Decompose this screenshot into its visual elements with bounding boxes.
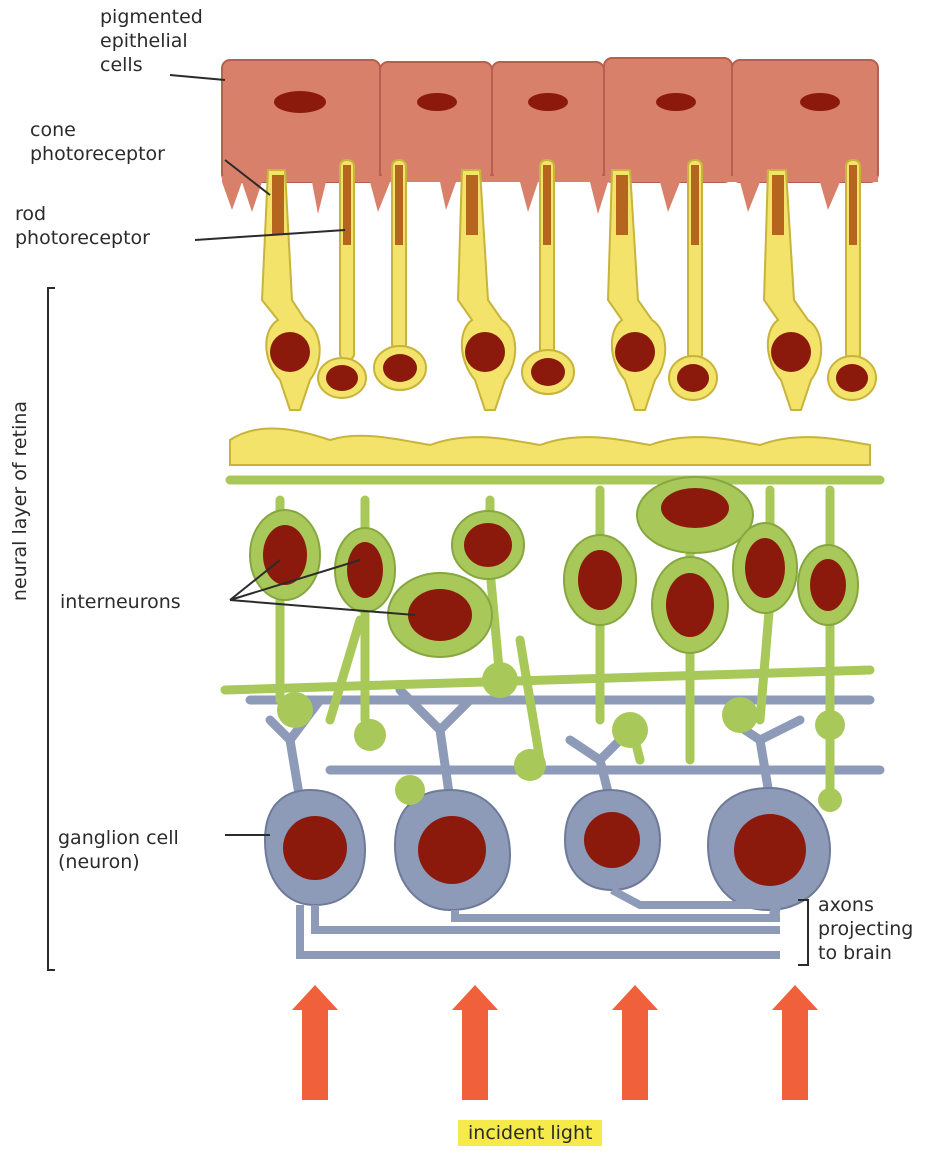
axon [770,910,780,912]
label-rod-photoreceptor: rod photoreceptor [15,202,150,250]
photoreceptor-layer [230,160,876,465]
ganglion-nucleus [734,814,806,886]
synapse-cluster [818,788,842,812]
interneuron-nucleus [661,488,729,528]
incident-light-arrows [292,985,818,1100]
rod-outer-segment [849,165,857,245]
light-arrow [452,985,498,1100]
interneuron-nucleus [347,542,383,598]
interneuron-nucleus [578,550,622,610]
cone-outer-segment [772,175,784,235]
ganglion-dendrites [250,690,880,800]
ganglion-nucleus [584,812,640,868]
synapse-cluster [612,712,648,748]
synapse-cluster [722,697,758,733]
cone-outer-segment [466,175,478,235]
synapse-cluster [482,662,518,698]
axon [455,910,780,918]
rod-outer-segment [691,165,699,245]
neural-layer-bracket [48,288,55,970]
interneuron-nucleus [408,589,472,641]
photoreceptor-nucleus [383,354,417,382]
photoreceptor-nucleus [836,364,868,392]
photoreceptor-nucleus [270,332,310,372]
epithelial-nucleus [417,93,457,111]
label-neural-layer: neural layer of retina [9,351,31,651]
photoreceptor-nucleus [677,364,709,392]
ganglion-nucleus [418,816,486,884]
synapse-cluster [514,749,546,781]
label-axons: axons projecting to brain [818,893,913,965]
interneuron-processes [225,480,880,800]
interneuron-nucleus [666,573,714,637]
epithelial-nucleus [656,93,696,111]
epithelial-cell [604,58,732,182]
label-interneurons: interneurons [60,590,181,614]
label-cone-photoreceptor: cone photoreceptor [30,118,165,166]
synapse-cluster [277,692,313,728]
ganglion-layer [250,690,880,955]
cone-photoreceptor [262,170,320,410]
label-ganglion-cell: ganglion cell (neuron) [58,826,179,874]
epithelial-nucleus [800,93,840,111]
photoreceptor-nucleus [615,332,655,372]
synapse-cluster [395,775,425,805]
interneuron-nucleus [464,523,512,567]
cone-outer-segment [616,175,628,235]
rod-outer-segment [343,165,351,245]
photoreceptor-nucleus [326,365,358,391]
interneuron-nucleus [810,559,846,611]
photoreceptor-nucleus [771,332,811,372]
epithelial-cell [222,60,380,182]
cone-outer-segment [272,175,284,235]
light-arrow [772,985,818,1100]
light-arrow [292,985,338,1100]
epithelial-nucleus [528,93,568,111]
label-pigmented-epithelial: pigmented epithelial cells [100,5,203,77]
photoreceptor-nucleus [465,332,505,372]
interneuron-nucleus [263,525,307,585]
ganglion-nucleus [283,816,347,880]
synapse-cluster [815,710,845,740]
photoreceptor-nucleus [531,358,565,386]
label-incident-light: incident light [458,1120,602,1146]
synapse-cluster [354,719,386,751]
light-arrow [612,985,658,1100]
interneuron-nucleus [745,538,785,598]
axons-bracket [798,900,808,965]
photoreceptor-terminals [230,428,870,465]
epithelial-nucleus [274,91,326,113]
rod-outer-segment [395,165,403,245]
interneuron-layer [225,477,880,812]
rod-outer-segment [543,165,551,245]
